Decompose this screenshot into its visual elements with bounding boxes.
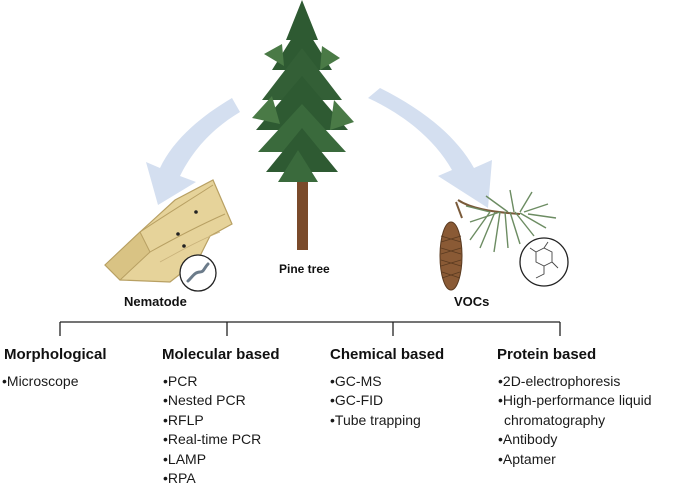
list-item: RPA xyxy=(163,469,261,488)
list-item: GC-FID xyxy=(330,391,421,410)
hierarchy-lines xyxy=(59,321,561,336)
list-item: 2D-electrophoresis xyxy=(498,372,652,391)
list-item: Microscope xyxy=(2,372,79,391)
molecule-structure-icon xyxy=(529,241,559,279)
pine-cone-icon xyxy=(439,221,463,291)
list-item: RFLP xyxy=(163,411,261,430)
list-item: High-performance liquid xyxy=(498,391,652,410)
category-morphological-title: Morphological xyxy=(4,346,107,363)
category-molecular-title: Molecular based xyxy=(162,346,280,363)
right-curved-arrow xyxy=(368,88,492,208)
pine-tree-icon xyxy=(252,0,354,250)
left-label: Nematode xyxy=(124,294,187,309)
nematode-icon xyxy=(186,262,210,283)
morphological-list: Microscope xyxy=(2,372,79,391)
molecular-list: PCR Nested PCR RFLP Real-time PCR LAMP R… xyxy=(163,372,261,488)
left-curved-arrow xyxy=(146,98,240,205)
list-item: Nested PCR xyxy=(163,391,261,410)
list-item: LAMP xyxy=(163,450,261,469)
center-label: Pine tree xyxy=(279,262,330,276)
right-label: VOCs xyxy=(454,294,490,309)
pine-branch-icon xyxy=(439,189,569,291)
list-item: Real-time PCR xyxy=(163,430,261,449)
chemical-list: GC-MS GC-FID Tube trapping xyxy=(330,372,421,430)
list-item-continuation: chromatography xyxy=(504,411,606,428)
list-item: GC-MS xyxy=(330,372,421,391)
protein-list: 2D-electrophoresis High-performance liqu… xyxy=(498,372,652,469)
category-chemical-title: Chemical based xyxy=(330,346,445,363)
list-item: PCR xyxy=(163,372,261,391)
wood-log-icon xyxy=(104,179,233,292)
molecule-magnifier-circle xyxy=(519,237,569,287)
category-protein-title: Protein based xyxy=(497,346,597,363)
list-item: Tube trapping xyxy=(330,411,421,430)
list-item: Antibody xyxy=(498,430,652,449)
list-item: Aptamer xyxy=(498,450,652,469)
